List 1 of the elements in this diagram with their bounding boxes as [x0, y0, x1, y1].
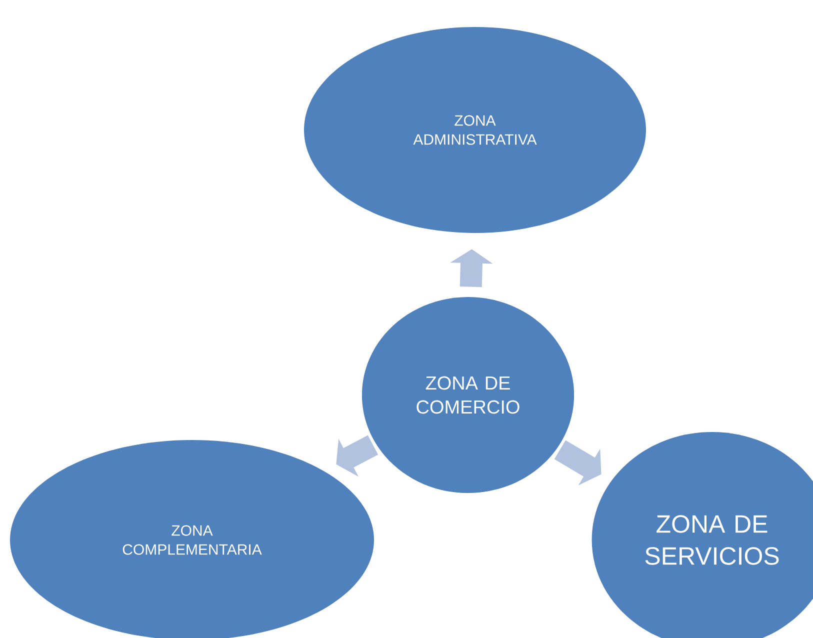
- block-arrow: [336, 435, 378, 477]
